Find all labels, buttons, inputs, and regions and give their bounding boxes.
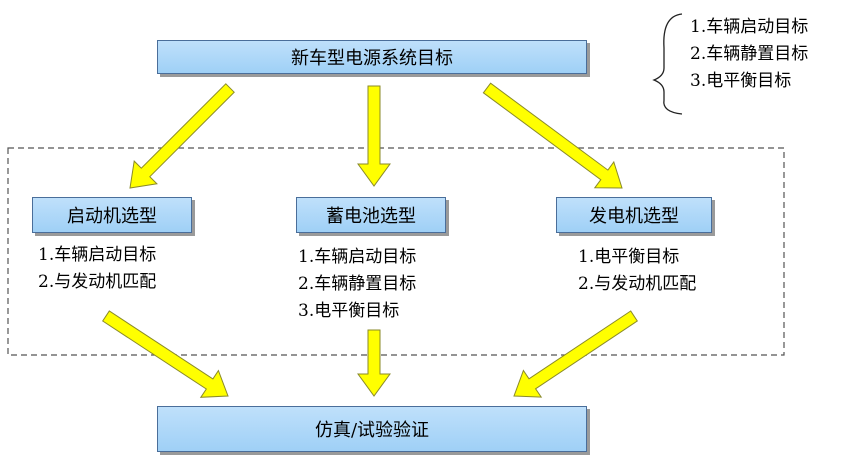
list-item: 1.电平衡目标 [578,247,680,267]
arrow-to-starter-icon [129,83,235,189]
starter-selection-box: 启动机选型 [32,197,192,233]
top-target-label: 新车型电源系统目标 [291,48,453,69]
battery-selection-label: 蓄电池选型 [326,206,416,227]
arrow-from-starter-icon [102,310,229,398]
battery-items-list: 1.车辆启动目标 2.车辆静置目标 3.电平衡目标 [298,244,416,325]
list-item: 1.车辆启动目标 [690,17,809,37]
top-targets-list: 1.车辆启动目标 2.车辆静置目标 3.电平衡目标 [690,14,808,95]
dashed-group-frame [7,147,785,356]
arrow-from-generator-icon [513,310,638,398]
arrow-from-battery-icon [357,329,391,397]
list-item: 1.车辆启动目标 [38,245,157,265]
list-item: 2.车辆静置目标 [298,274,417,294]
starter-selection-label: 启动机选型 [67,206,157,227]
generator-items-list: 1.电平衡目标 2.与发动机匹配 [578,244,696,298]
list-item: 2.与发动机匹配 [578,274,697,294]
arrow-to-generator-icon [482,82,623,189]
arrow-to-battery-icon [357,85,391,187]
top-target-box: 新车型电源系统目标 [157,40,587,74]
starter-items-list: 1.车辆启动目标 2.与发动机匹配 [38,242,156,296]
battery-selection-box: 蓄电池选型 [296,197,446,233]
list-item: 1.车辆启动目标 [298,247,417,267]
brace-icon [652,13,683,115]
verification-label: 仿真/试验验证 [314,420,430,441]
list-item: 2.与发动机匹配 [38,272,157,292]
generator-selection-box: 发电机选型 [556,197,712,233]
generator-selection-label: 发电机选型 [589,206,679,227]
list-item: 3.电平衡目标 [690,71,792,91]
list-item: 3.电平衡目标 [298,301,400,321]
verification-box: 仿真/试验验证 [157,406,587,452]
list-item: 2.车辆静置目标 [690,44,809,64]
